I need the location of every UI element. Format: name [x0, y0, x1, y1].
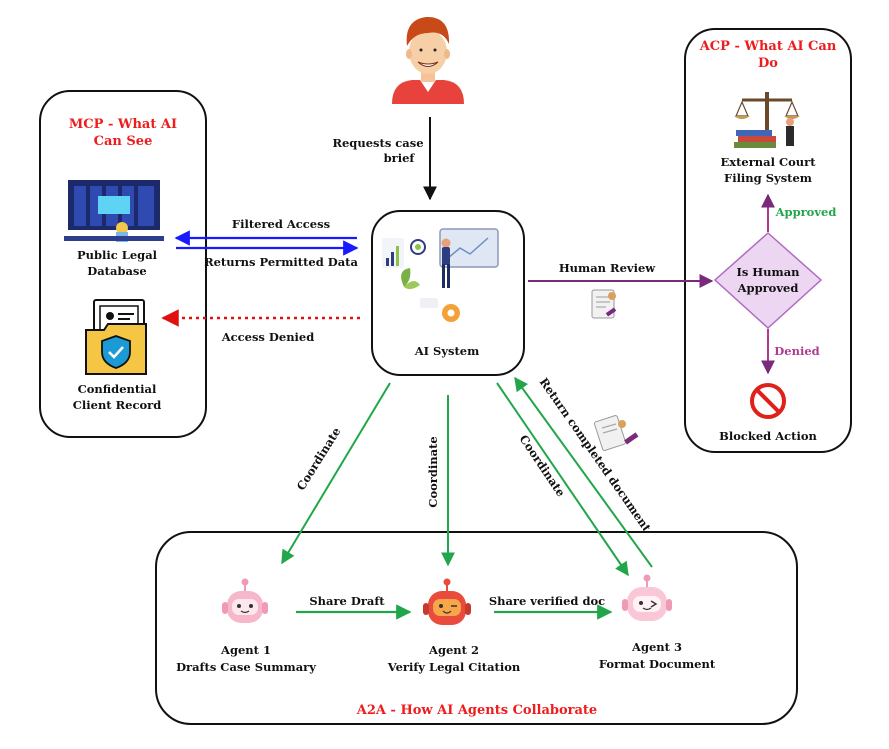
acp-title-line2: Do	[758, 56, 778, 71]
agent1-task: Drafts Case Summary	[176, 660, 316, 674]
a2a-panel	[155, 531, 798, 725]
share-verified-label: Share verified doc	[489, 594, 605, 608]
agent2-task: Verify Legal Citation	[387, 660, 521, 674]
approved-label: Approved	[775, 205, 837, 219]
return-document-arrow	[514, 376, 653, 568]
agent3-task: Format Document	[599, 657, 716, 671]
robot-orange-icon	[423, 578, 471, 625]
prohibited-icon	[750, 383, 786, 419]
person-avatar-icon	[392, 16, 464, 104]
blocked-action-label: Blocked Action	[719, 429, 817, 443]
denied-label: Denied	[774, 344, 819, 358]
acp-title-line1: ACP - What AI Can	[699, 39, 837, 54]
returns-permitted-label: Returns Permitted Data	[204, 255, 358, 269]
document-review-icon	[593, 415, 639, 451]
agent2-name: Agent 2	[428, 643, 479, 657]
ai-dashboard-icon	[382, 228, 499, 322]
mcp-title-line1: MCP - What AI	[69, 117, 177, 132]
court-label-line2: Filing System	[724, 171, 812, 185]
robot-pink-icon	[222, 578, 268, 623]
coordinate-label-2: Coordinate	[426, 436, 440, 507]
client-record-label-line1: Confidential	[78, 382, 157, 396]
public-db-label-line1: Public Legal	[77, 248, 158, 262]
human-approval-decision	[713, 231, 823, 330]
return-completed-label: Return completed document	[537, 375, 655, 535]
robot-winking-icon	[622, 574, 672, 621]
coordinate-arrow-agent3	[496, 382, 629, 577]
scales-of-justice-icon	[734, 92, 800, 148]
server-room-icon	[64, 180, 164, 242]
coordinate-arrow-agent1	[281, 382, 391, 565]
mcp-panel	[39, 90, 207, 438]
share-draft-label: Share Draft	[309, 594, 385, 608]
mcp-title-line2: Can See	[94, 134, 153, 149]
document-review-icon	[591, 289, 617, 319]
ai-system-label: AI System	[414, 344, 480, 358]
agent3-name: Agent 3	[631, 640, 682, 654]
agent1-name: Agent 1	[220, 643, 271, 657]
decision-label-line1: Is Human	[736, 265, 800, 279]
secure-folder-icon	[85, 299, 147, 375]
coordinate-label-1: Coordinate	[294, 425, 344, 493]
human-review-label: Human Review	[559, 261, 656, 275]
filtered-access-label: Filtered Access	[232, 217, 330, 231]
request-label-line1: Requests case	[332, 136, 423, 150]
client-record-label-line2: Client Record	[73, 398, 162, 412]
coordinate-label-3: Coordinate	[517, 432, 569, 499]
request-label-line2: brief	[384, 151, 416, 165]
a2a-title: A2A - How AI Agents Collaborate	[356, 703, 597, 718]
access-denied-label: Access Denied	[221, 330, 315, 344]
court-label-line1: External Court	[720, 155, 816, 169]
decision-label-line2: Approved	[737, 281, 799, 295]
public-db-label-line2: Database	[87, 264, 146, 278]
